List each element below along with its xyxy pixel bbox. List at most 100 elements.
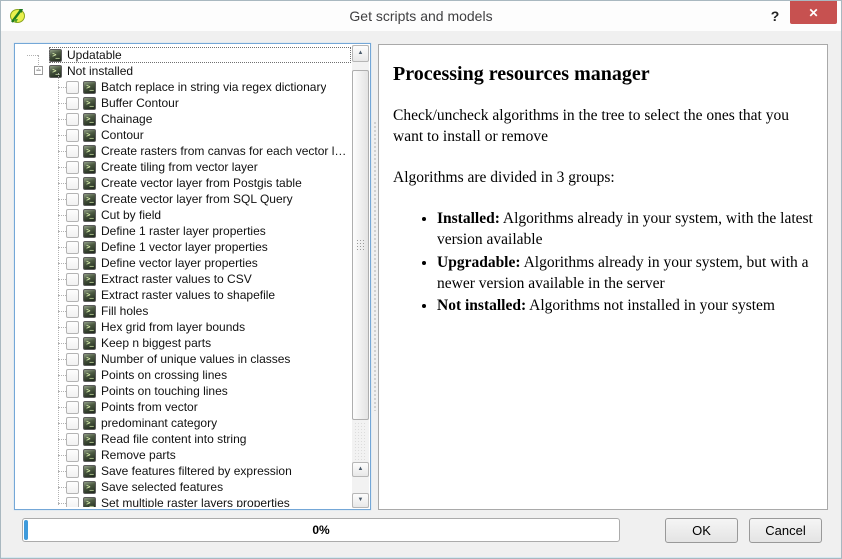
script-icon: >_ bbox=[49, 48, 62, 62]
progress-bar: 0% bbox=[22, 518, 620, 542]
tree-guide bbox=[38, 55, 39, 71]
item-checkbox[interactable] bbox=[66, 496, 79, 507]
item-checkbox[interactable] bbox=[66, 128, 79, 142]
tree-item-label: Not installed bbox=[67, 64, 134, 78]
item-checkbox[interactable] bbox=[66, 144, 79, 158]
scroll-up-button-bottom[interactable]: ▲ bbox=[352, 462, 369, 477]
script-icon: >_ bbox=[83, 480, 96, 494]
tree-item-row[interactable]: >_Extract raster values to shapefile bbox=[17, 287, 351, 303]
tree-item-row[interactable]: >_Hex grid from layer bounds bbox=[17, 319, 351, 335]
doc-intro: Check/uncheck algorithms in the tree to … bbox=[393, 107, 789, 145]
tree-item-row[interactable]: >_Extract raster values to CSV bbox=[17, 271, 351, 287]
item-checkbox[interactable] bbox=[66, 240, 79, 254]
item-checkbox[interactable] bbox=[66, 224, 79, 238]
tree-guide bbox=[58, 231, 66, 232]
tree-item-row[interactable]: >_Create vector layer from SQL Query bbox=[17, 191, 351, 207]
item-checkbox[interactable] bbox=[66, 448, 79, 462]
tree-item-row[interactable]: >_Keep n biggest parts bbox=[17, 335, 351, 351]
tree-item-row[interactable]: >_Number of unique values in classes bbox=[17, 351, 351, 367]
tree-item-row[interactable]: >_Batch replace in string via regex dict… bbox=[17, 79, 351, 95]
item-checkbox[interactable] bbox=[66, 400, 79, 414]
tree-guide bbox=[58, 215, 66, 216]
scroll-up-button[interactable]: ▲ bbox=[352, 45, 369, 62]
item-checkbox[interactable] bbox=[66, 432, 79, 446]
tree-item-row[interactable]: >_Create vector layer from Postgis table bbox=[17, 175, 351, 191]
item-checkbox[interactable] bbox=[66, 256, 79, 270]
tree-item-row[interactable]: >_predominant category bbox=[17, 415, 351, 431]
tree-guide bbox=[58, 471, 66, 472]
script-icon: >_ bbox=[83, 256, 96, 270]
item-checkbox[interactable] bbox=[66, 160, 79, 174]
item-checkbox[interactable] bbox=[66, 304, 79, 318]
item-checkbox[interactable] bbox=[66, 320, 79, 334]
tree-item-row[interactable]: >_ Define vector layer properties bbox=[17, 255, 351, 271]
tree-item-label: Create tiling from vector layer bbox=[101, 160, 258, 174]
tree-row-main: >_ Define vector layer properties bbox=[66, 255, 351, 271]
tree-item-row[interactable]: >_Save features filtered by expression bbox=[17, 463, 351, 479]
item-checkbox[interactable] bbox=[66, 112, 79, 126]
tree-item-label: Set multiple raster layers properties bbox=[101, 496, 290, 507]
scrollbar-thumb[interactable] bbox=[352, 70, 369, 420]
tree-row-main: >_Create vector layer from SQL Query bbox=[66, 191, 351, 207]
tree-item-row[interactable]: >_Points on crossing lines bbox=[17, 367, 351, 383]
bullet-term: Not installed: bbox=[437, 297, 527, 315]
tree-item-row[interactable]: >_Remove parts bbox=[17, 447, 351, 463]
item-checkbox[interactable] bbox=[66, 464, 79, 478]
ok-button[interactable]: OK bbox=[665, 518, 738, 543]
item-checkbox[interactable] bbox=[66, 192, 79, 206]
tree-item-label: Buffer Contour bbox=[101, 96, 179, 110]
tree-item-row[interactable]: >_Set multiple raster layers properties bbox=[17, 495, 351, 507]
item-checkbox[interactable] bbox=[66, 288, 79, 302]
tree-item-row[interactable]: >_Points on touching lines bbox=[17, 383, 351, 399]
tree-item-row[interactable]: >_Create rasters from canvas for each ve… bbox=[17, 143, 351, 159]
tree-group-row[interactable]: −>_Not installed bbox=[17, 63, 351, 79]
script-icon: >_ bbox=[83, 288, 96, 302]
tree-row-main: >_Not installed bbox=[49, 63, 351, 79]
tree-item-row[interactable]: >_Cut by field bbox=[17, 207, 351, 223]
tree-item-label: Define vector layer properties bbox=[101, 256, 258, 270]
tree-guide bbox=[58, 135, 66, 136]
tree-item-row[interactable]: >_Save selected features bbox=[17, 479, 351, 495]
item-checkbox[interactable] bbox=[66, 272, 79, 286]
item-checkbox[interactable] bbox=[66, 336, 79, 350]
tree-row-main: >_Contour bbox=[66, 127, 351, 143]
tree-row-main: >_Extract raster values to CSV bbox=[66, 271, 351, 287]
item-checkbox[interactable] bbox=[66, 368, 79, 382]
tree-item-row[interactable]: >_Define 1 vector layer properties bbox=[17, 239, 351, 255]
tree-item-row[interactable]: >_Contour bbox=[17, 127, 351, 143]
item-checkbox[interactable] bbox=[66, 352, 79, 366]
panel-splitter[interactable] bbox=[372, 121, 377, 411]
cancel-button[interactable]: Cancel bbox=[749, 518, 822, 543]
tree-row-main: >_Hex grid from layer bounds bbox=[66, 319, 351, 335]
help-button[interactable]: ? bbox=[763, 5, 787, 27]
tree-item-row[interactable]: >_Points from vector bbox=[17, 399, 351, 415]
tree-scrollbar[interactable]: ▲ ▲ ▼ bbox=[352, 45, 369, 508]
title-bar[interactable]: Get scripts and models ? ✕ bbox=[1, 1, 841, 31]
script-icon: >_ bbox=[83, 448, 96, 462]
tree-item-row[interactable]: >_Fill holes bbox=[17, 303, 351, 319]
tree-item-row[interactable]: >_Chainage bbox=[17, 111, 351, 127]
item-checkbox[interactable] bbox=[66, 96, 79, 110]
close-button[interactable]: ✕ bbox=[790, 1, 837, 24]
item-checkbox[interactable] bbox=[66, 80, 79, 94]
item-checkbox[interactable] bbox=[66, 208, 79, 222]
tree-row-main: >_Create vector layer from Postgis table bbox=[66, 175, 351, 191]
tree-group-row[interactable]: >_Updatable bbox=[17, 47, 351, 63]
item-checkbox[interactable] bbox=[66, 480, 79, 494]
tree-guide bbox=[58, 119, 66, 120]
tree-item-label: Cut by field bbox=[101, 208, 162, 222]
bullet-term: Upgradable: bbox=[437, 253, 521, 271]
tree-item-row[interactable]: >_Buffer Contour bbox=[17, 95, 351, 111]
item-checkbox[interactable] bbox=[66, 384, 79, 398]
arrow-up-icon: ▲ bbox=[357, 466, 364, 472]
script-icon: >_ bbox=[83, 128, 96, 142]
tree-item-row[interactable]: >_Read file content into string bbox=[17, 431, 351, 447]
tree-item-row[interactable]: >_Create tiling from vector layer bbox=[17, 159, 351, 175]
tree-guide bbox=[58, 327, 66, 328]
script-icon: >_ bbox=[83, 80, 96, 94]
item-checkbox[interactable] bbox=[66, 416, 79, 430]
tree-guide bbox=[58, 295, 66, 296]
item-checkbox[interactable] bbox=[66, 176, 79, 190]
scroll-down-button[interactable]: ▼ bbox=[352, 493, 369, 508]
tree-item-row[interactable]: >_Define 1 raster layer properties bbox=[17, 223, 351, 239]
